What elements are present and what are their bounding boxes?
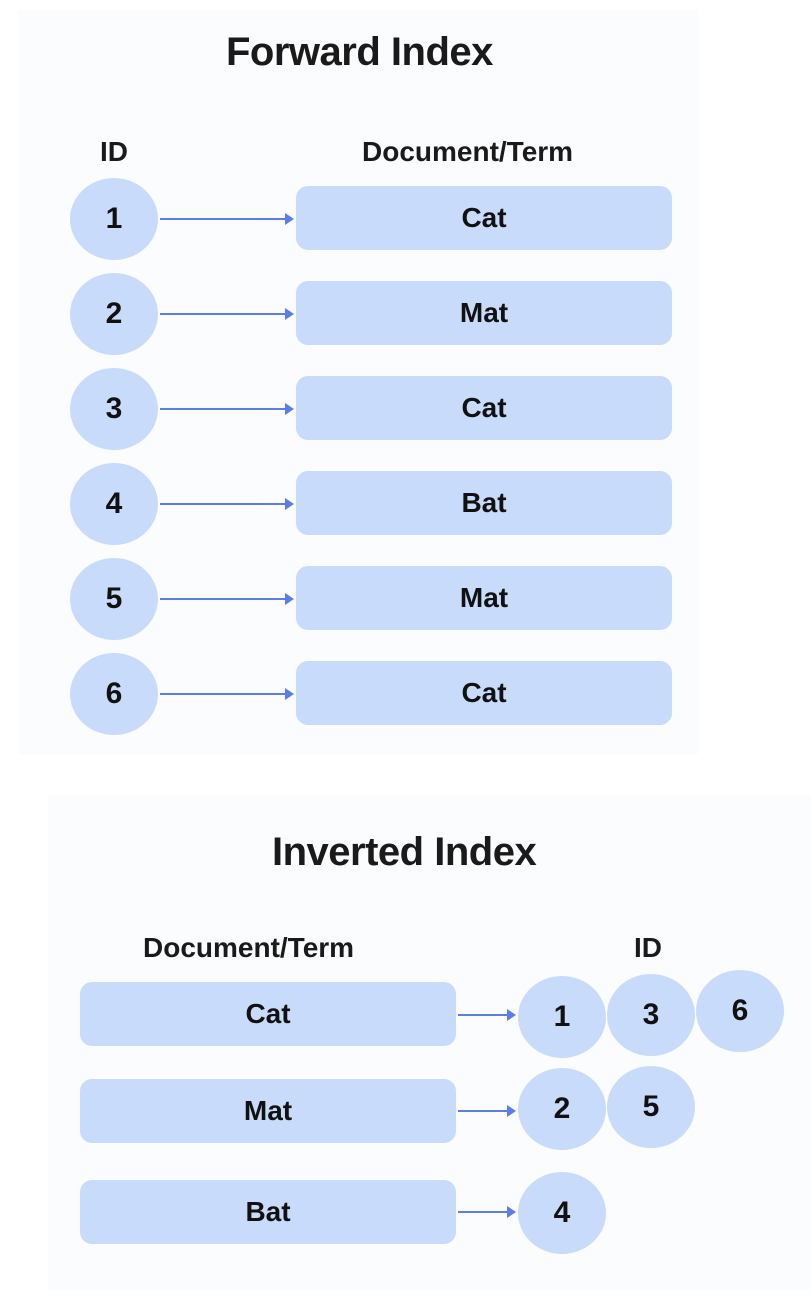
term-node: Bat — [80, 1180, 456, 1244]
id-node: 4 — [518, 1172, 606, 1254]
arrow-icon — [458, 1206, 516, 1218]
arrow-icon — [160, 688, 294, 700]
id-node: 4 — [70, 463, 158, 545]
term-node: Cat — [296, 186, 672, 250]
term-node: Cat — [296, 376, 672, 440]
id-node: 5 — [70, 558, 158, 640]
arrow-icon — [160, 593, 294, 605]
id-node: 1 — [70, 178, 158, 260]
term-node: Mat — [80, 1079, 456, 1143]
id-node: 6 — [696, 970, 784, 1052]
term-node: Bat — [296, 471, 672, 535]
forward-index-title: Forward Index — [226, 30, 493, 74]
forward-term-header: Document/Term — [362, 136, 574, 167]
id-node: 5 — [607, 1066, 695, 1148]
arrow-icon — [160, 498, 294, 510]
id-node: 3 — [607, 974, 695, 1056]
arrow-icon — [160, 308, 294, 320]
inverted-id-header: ID — [634, 932, 662, 963]
inverted-term-header: Document/Term — [143, 932, 355, 963]
term-node: Cat — [296, 661, 672, 725]
forward-id-header: ID — [100, 136, 128, 167]
arrow-icon — [160, 403, 294, 415]
term-node: Mat — [296, 566, 672, 630]
term-node: Mat — [296, 281, 672, 345]
term-node: Cat — [80, 982, 456, 1046]
id-node: 6 — [70, 653, 158, 735]
id-node: 2 — [518, 1068, 606, 1150]
arrow-icon — [458, 1105, 516, 1117]
id-node: 1 — [518, 976, 606, 1058]
id-node: 2 — [70, 273, 158, 355]
id-node: 3 — [70, 368, 158, 450]
arrow-icon — [458, 1009, 516, 1021]
arrow-icon — [160, 213, 294, 225]
inverted-index-title: Inverted Index — [272, 830, 537, 874]
